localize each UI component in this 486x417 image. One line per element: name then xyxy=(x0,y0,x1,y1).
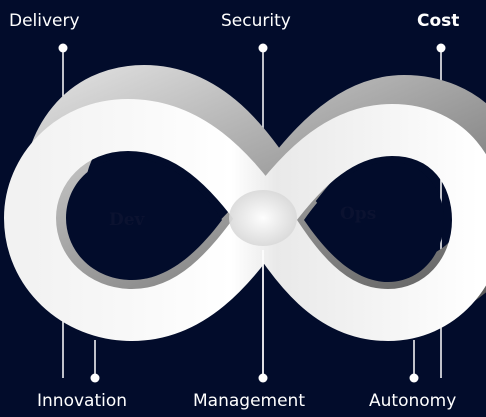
label-innovation: Innovation xyxy=(37,391,128,411)
innovation-dot xyxy=(90,373,100,383)
left-loop-hole xyxy=(66,158,222,280)
label-management: Management xyxy=(193,391,305,411)
autonomy-dot xyxy=(409,373,419,383)
security-dot xyxy=(258,43,268,53)
loop-label-ops: Ops xyxy=(340,204,377,224)
label-delivery: Delivery xyxy=(9,11,80,31)
loop-label-dev: Dev xyxy=(109,210,145,230)
label-cost: Cost xyxy=(417,11,460,31)
delivery-dot xyxy=(58,43,68,53)
cost-dot xyxy=(436,43,446,53)
label-autonomy: Autonomy xyxy=(369,391,457,411)
right-loop-hole xyxy=(304,162,444,282)
infinity-crossing xyxy=(229,190,297,246)
management-dot xyxy=(258,373,268,383)
label-security: Security xyxy=(221,11,291,31)
